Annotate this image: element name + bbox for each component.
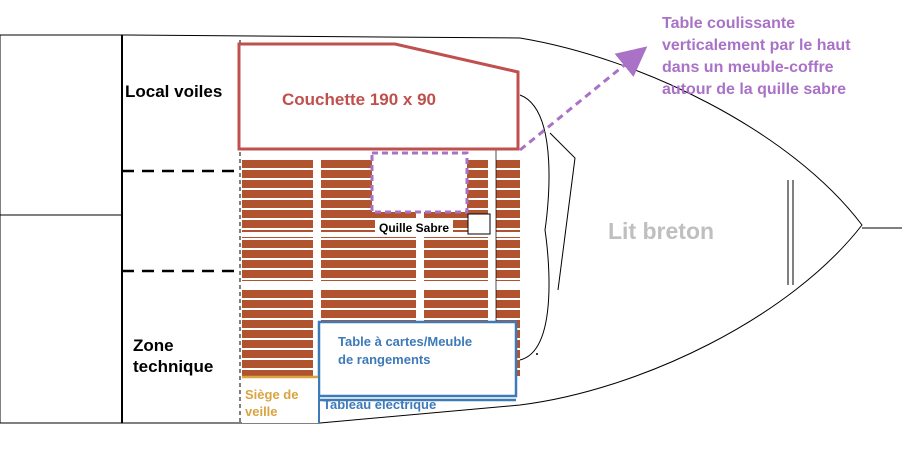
couchette-label: Couchette 190 x 90 bbox=[282, 90, 437, 109]
floor-planks-middle bbox=[242, 237, 520, 281]
table-cartes-box bbox=[317, 320, 518, 398]
zone-technique-label: Zone technique bbox=[133, 335, 213, 377]
local-voiles-label: Local voiles bbox=[125, 82, 223, 101]
table-cartes-line2: de rangements bbox=[338, 352, 431, 367]
gap-mid bbox=[242, 281, 520, 290]
quille-sabre-label: Quille Sabre bbox=[375, 219, 454, 238]
lit-breton-curve bbox=[519, 94, 550, 361]
note-line1: Table coulissante bbox=[662, 15, 796, 32]
sliding-table-box bbox=[370, 151, 469, 214]
bow-dot bbox=[536, 353, 538, 355]
table-cartes-label: Table à cartes/Meuble de rangements bbox=[338, 333, 472, 369]
table-cartes-line1: Table à cartes/Meuble bbox=[338, 334, 473, 349]
siege-line2: veille bbox=[245, 404, 278, 419]
note-line3: dans un meuble-coffre bbox=[662, 59, 834, 76]
note-line4: autour de la quille sabre bbox=[662, 81, 847, 98]
quille-slot bbox=[467, 213, 491, 235]
siege-veille-box bbox=[242, 376, 318, 423]
rail-3 bbox=[488, 148, 496, 324]
note-line2: verticalement par le haut bbox=[662, 37, 851, 54]
siege-veille-label: Siège de veille bbox=[245, 386, 298, 420]
zone-technique-line1: Zone bbox=[133, 336, 174, 355]
rail-1 bbox=[313, 152, 321, 376]
couchette-outline bbox=[237, 42, 520, 151]
rail-2 bbox=[416, 152, 424, 376]
tableau-electrique-label: Tableau électrique bbox=[323, 397, 437, 412]
siege-line1: Siège de bbox=[245, 387, 299, 402]
lit-breton-label: Lit breton bbox=[608, 218, 715, 244]
sliding-table-note: Table coulissante verticalement par le h… bbox=[662, 13, 851, 101]
note-arrow bbox=[519, 46, 648, 152]
zone-technique-line2: technique bbox=[133, 357, 214, 376]
bow-structure bbox=[549, 132, 576, 291]
